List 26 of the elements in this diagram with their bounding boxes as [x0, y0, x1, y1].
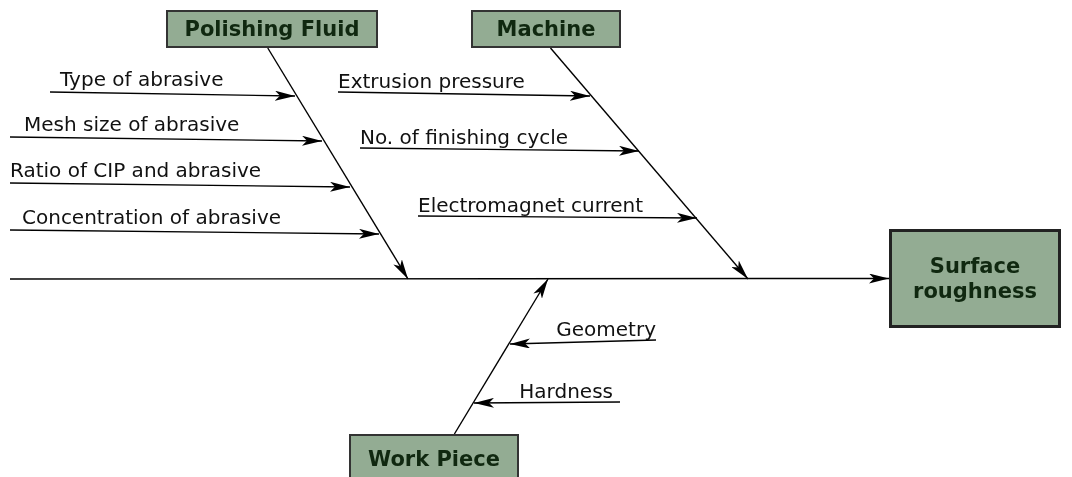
arrow	[359, 145, 640, 156]
cause-label: Concentration of abrasive	[22, 206, 282, 228]
cause-label: Electromagnet current	[418, 194, 644, 216]
arrow	[9, 228, 380, 239]
spine-arrow	[9, 273, 890, 284]
arrow	[337, 90, 591, 101]
cause-label: Geometry	[556, 318, 656, 340]
arrow	[49, 90, 296, 101]
arrow	[9, 135, 323, 146]
category-box: Work Piece	[349, 434, 519, 477]
cause-label: Ratio of CIP and abrasive	[10, 159, 262, 181]
cause-label: No. of finishing cycle	[360, 126, 569, 148]
effect-box: Surface roughness	[889, 229, 1061, 328]
arrow	[417, 212, 698, 223]
cause-label: Hardness	[519, 380, 613, 402]
arrow	[453, 278, 549, 435]
arrow	[509, 338, 657, 349]
arrow	[267, 47, 409, 280]
arrow	[9, 181, 351, 192]
arrow	[473, 397, 621, 408]
cause-label: Extrusion pressure	[338, 70, 525, 92]
arrow	[549, 47, 749, 280]
category-box: Polishing Fluid	[166, 10, 378, 48]
cause-label: Type of abrasive	[60, 68, 224, 90]
category-box: Machine	[471, 10, 621, 48]
cause-label: Mesh size of abrasive	[24, 113, 240, 135]
